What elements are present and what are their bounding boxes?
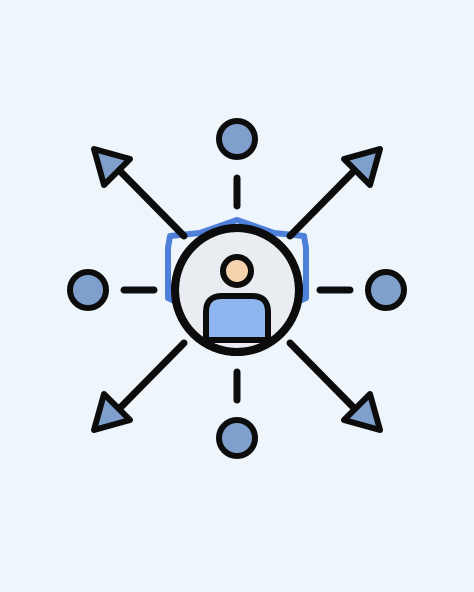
arrow-bottom-left-line	[116, 339, 188, 412]
node-right-icon	[365, 269, 407, 311]
user-icon	[203, 254, 271, 343]
arrow-top-right-line	[286, 167, 358, 240]
user-body-icon	[203, 293, 271, 343]
arrow-bottom-right-line	[286, 339, 358, 412]
arrowhead-bottom-right-icon	[341, 391, 383, 433]
node-left-icon	[67, 269, 109, 311]
arrowhead-top-left-icon	[91, 146, 133, 188]
arrowhead-top-right-icon	[341, 146, 383, 188]
arrowhead-bottom-left-icon	[91, 391, 133, 433]
node-top-icon	[216, 118, 258, 160]
node-bottom-icon	[216, 417, 258, 459]
arrow-top-left-line	[116, 167, 188, 240]
user-head-icon	[220, 254, 254, 288]
